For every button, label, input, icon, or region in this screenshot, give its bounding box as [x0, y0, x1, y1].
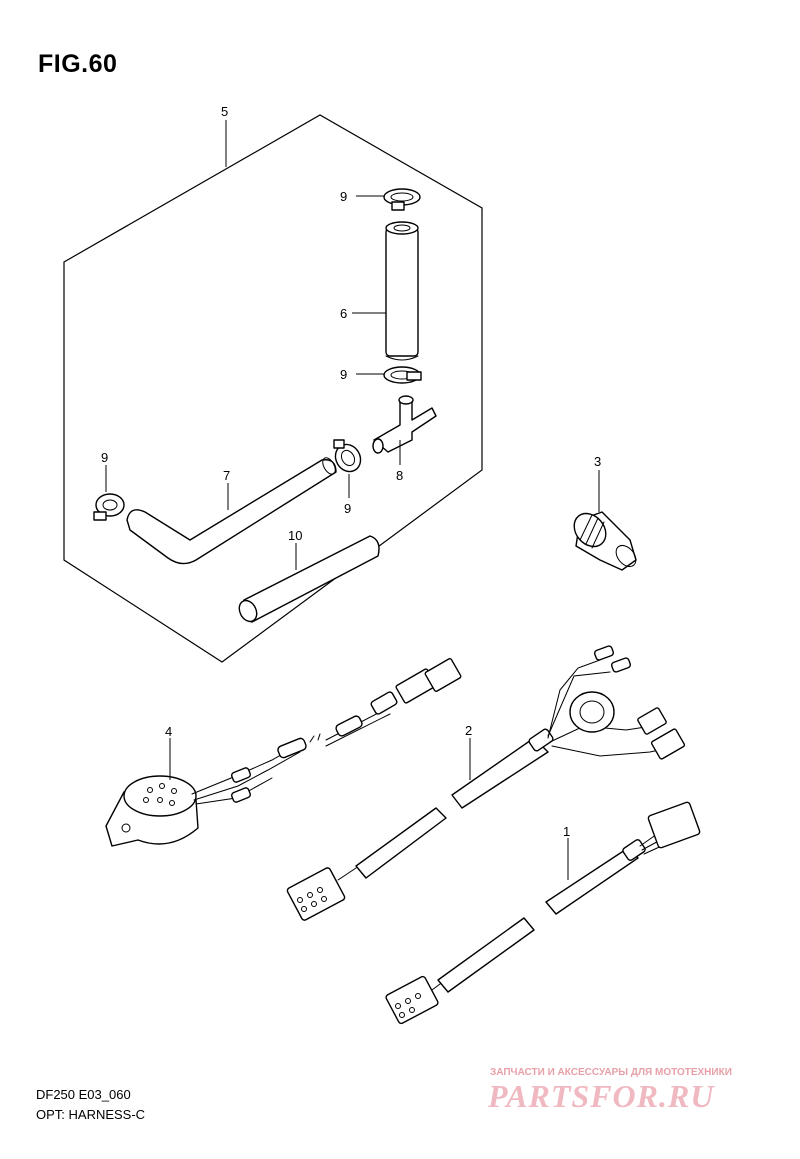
- callout-9-top[interactable]: 9: [340, 189, 347, 204]
- plug-3[interactable]: [568, 507, 640, 571]
- clamp-9-left[interactable]: [93, 493, 125, 521]
- callout-1[interactable]: 1: [563, 824, 570, 839]
- figure-description: OPT: HARNESS-C: [36, 1107, 146, 1122]
- clamp-9-top[interactable]: [383, 188, 421, 211]
- harness-2[interactable]: [286, 645, 686, 921]
- hose-6[interactable]: [385, 221, 419, 361]
- clamp-9-middle[interactable]: [383, 366, 422, 384]
- clamp-9-right-lower[interactable]: [331, 439, 366, 476]
- hose-7[interactable]: [126, 456, 338, 565]
- callout-10[interactable]: 10: [288, 528, 302, 543]
- callout-9-middle[interactable]: 9: [340, 367, 347, 382]
- callout-3[interactable]: 3: [594, 454, 601, 469]
- callout-4[interactable]: 4: [165, 724, 172, 739]
- t-joint-8[interactable]: [372, 395, 437, 454]
- callout-9-right-lower[interactable]: 9: [344, 501, 351, 516]
- callout-9-left[interactable]: 9: [101, 450, 108, 465]
- callout-2[interactable]: 2: [465, 723, 472, 738]
- callout-8[interactable]: 8: [396, 468, 403, 483]
- figure-title: FIG.60: [38, 50, 118, 78]
- callout-5[interactable]: 5: [221, 104, 228, 119]
- watermark-logo: PARTSFOR.RU: [488, 1078, 715, 1114]
- harness-1[interactable]: [385, 801, 701, 1025]
- hose-10[interactable]: [236, 535, 380, 624]
- buzzer-harness-4[interactable]: [105, 658, 462, 847]
- kit-outline: [63, 114, 483, 663]
- model-code: DF250 E03_060: [36, 1087, 131, 1102]
- callout-6[interactable]: 6: [340, 306, 347, 321]
- watermark-tagline: ЗАПЧАСТИ И АКСЕССУАРЫ ДЛЯ МОТОТЕХНИКИ: [490, 1067, 732, 1078]
- callout-7[interactable]: 7: [223, 468, 230, 483]
